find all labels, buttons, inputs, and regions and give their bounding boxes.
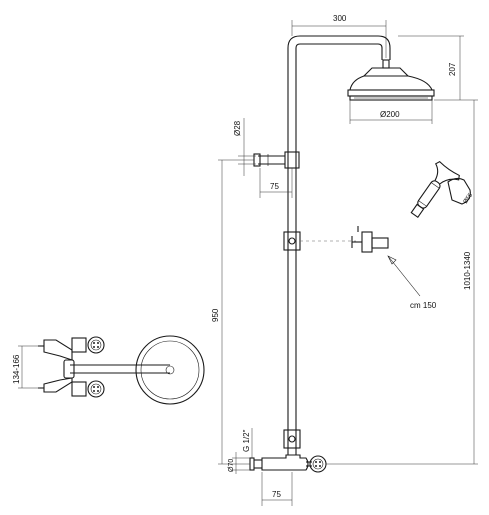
shower-head [347,59,435,101]
hose-arrow [387,255,421,297]
dim-valve-height-label: 950 [211,308,220,322]
dim-head-diameter [349,100,433,124]
dim-valve-height [218,159,254,465]
sliding-bracket [283,231,301,251]
hose-length-label: cm 150 [410,301,437,310]
hand-shower [410,160,460,218]
riser-column [287,35,391,455]
dim-total-height-label: 1010-1340 [463,251,472,290]
dim-inlet-diameter [232,452,250,474]
dim-centers [18,345,40,389]
dim-bottom-offset [261,472,293,506]
dim-outlet-diameter-label: Ø28 [233,120,242,136]
dim-total-height [326,99,478,465]
hand-shower-diameter-label: Ø55 [463,192,475,205]
dim-head-diameter-label: Ø200 [380,110,400,119]
front-view [38,335,205,405]
bottom-mixer [249,429,327,473]
hand-shower-holder [351,226,389,253]
dim-outlet-offset [259,168,293,198]
dim-bottom-offset-label: 75 [272,490,281,499]
dim-inlet-diameter-label: Ø70 [228,459,235,472]
hose-outlet [253,151,300,169]
dim-head-height [398,35,464,101]
dim-outlet-offset-label: 75 [270,182,279,191]
dim-inlet-thread-label: G 1/2" [242,429,251,452]
hand-shower-face [447,177,471,205]
dim-centers-label: 134-166 [12,354,21,384]
dim-arm-length [291,20,387,58]
dim-arm-length-label: 300 [333,14,347,23]
dim-head-height-label: 207 [448,62,457,76]
dim-outlet-diameter [238,118,256,176]
